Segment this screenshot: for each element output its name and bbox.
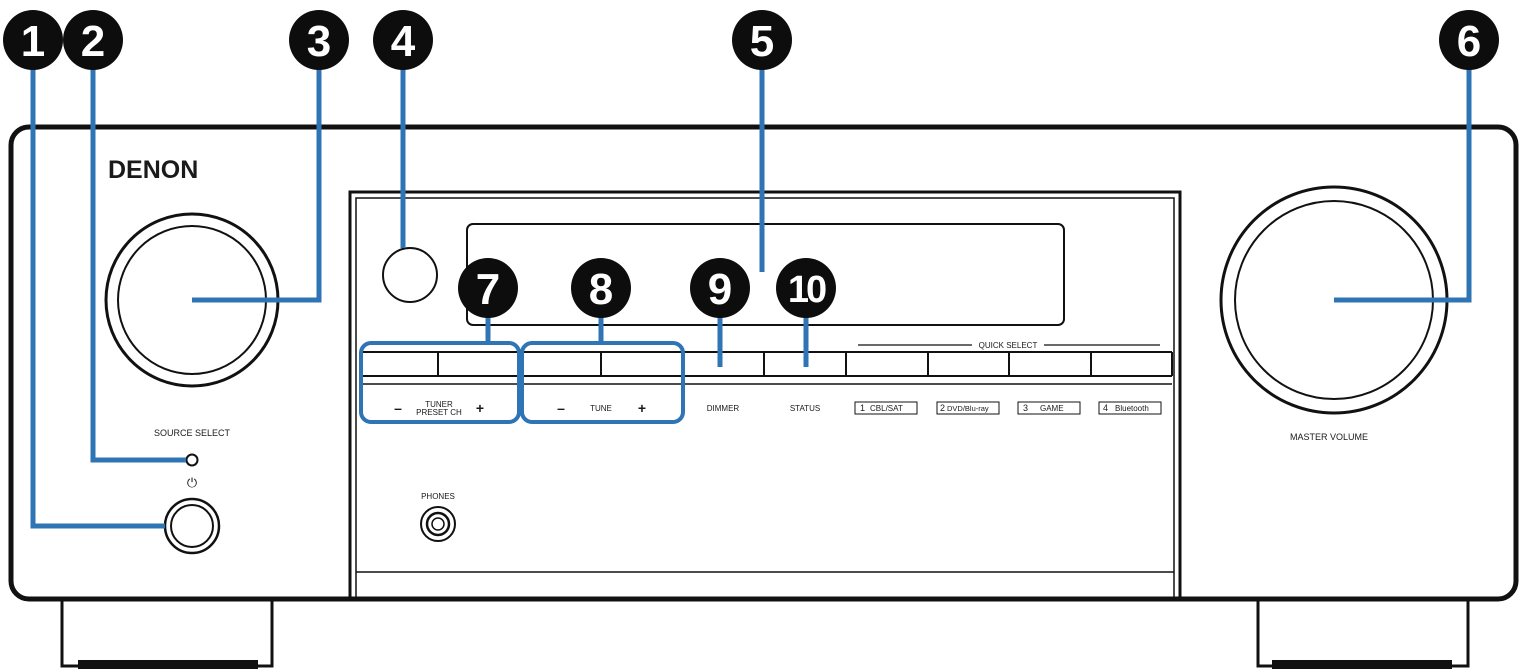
svg-text:DVD/Blu-ray: DVD/Blu-ray [947, 404, 989, 413]
tune-label: TUNE [590, 404, 612, 413]
remote-sensor [382, 247, 438, 303]
tune-plus-label: + [638, 400, 646, 416]
svg-text:1: 1 [860, 403, 865, 413]
svg-text:GAME: GAME [1040, 404, 1064, 413]
tune-minus-label: – [557, 400, 565, 416]
source-select-label: SOURCE SELECT [154, 428, 231, 438]
svg-text:5: 5 [750, 17, 774, 66]
tuner-preset-highlight [359, 341, 521, 424]
callout-marker-9: 9 [690, 258, 750, 318]
status-label: STATUS [790, 404, 820, 413]
tuner-plus-label: + [476, 400, 484, 416]
left-foot [60, 596, 274, 669]
quick-select-label: QUICK SELECT [979, 341, 1038, 350]
headphones-jack[interactable] [420, 506, 456, 542]
svg-text:4: 4 [1103, 403, 1108, 413]
callout-marker-10: 10 [776, 258, 836, 318]
phones-label: PHONES [421, 492, 455, 501]
quick-select-1-label: 1 CBL/SAT [854, 401, 918, 415]
display [466, 223, 1065, 326]
svg-text:7: 7 [476, 265, 500, 314]
svg-text:1: 1 [21, 17, 45, 66]
svg-text:4: 4 [391, 17, 416, 66]
svg-text:8: 8 [589, 265, 613, 314]
callout-lines [30, 42, 1472, 529]
power-symbol-icon: ⏻ [187, 475, 197, 490]
dimmer-label: DIMMER [707, 404, 740, 413]
svg-text:2: 2 [940, 403, 945, 413]
svg-text:3: 3 [1023, 403, 1028, 413]
svg-text:Bluetooth: Bluetooth [1115, 404, 1149, 413]
callout-marker-6: 6 [1439, 10, 1499, 70]
power-button[interactable] [163, 497, 221, 555]
callout-marker-1: 1 [3, 10, 63, 70]
svg-text:9: 9 [708, 265, 732, 314]
svg-text:3: 3 [307, 17, 331, 66]
standby-indicator [185, 453, 199, 467]
callout-marker-3: 3 [289, 10, 349, 70]
quick-select-3-label: 3 GAME [1017, 401, 1081, 415]
tuner-minus-label: – [394, 400, 402, 416]
callout-marker-2: 2 [63, 10, 123, 70]
callout-marker-5: 5 [732, 10, 792, 70]
svg-text:CBL/SAT: CBL/SAT [870, 404, 903, 413]
right-foot [1256, 596, 1470, 669]
callout-marker-4: 4 [373, 10, 433, 70]
tuner-label-line1: TUNER [425, 400, 453, 409]
svg-text:2: 2 [81, 17, 105, 66]
quick-select-4-label: 4 Bluetooth [1098, 401, 1162, 415]
svg-text:10: 10 [788, 269, 826, 311]
master-volume-label: MASTER VOLUME [1290, 432, 1368, 442]
brand-logo: DENON [108, 156, 198, 184]
callout-marker-7: 7 [458, 258, 518, 318]
quick-select-2-label: 2 DVD/Blu-ray [936, 401, 1000, 415]
tuner-label-line2: PRESET CH [416, 408, 462, 417]
callout-marker-8: 8 [571, 258, 631, 318]
front-panel-frame [348, 190, 1182, 598]
svg-text:6: 6 [1457, 17, 1481, 66]
